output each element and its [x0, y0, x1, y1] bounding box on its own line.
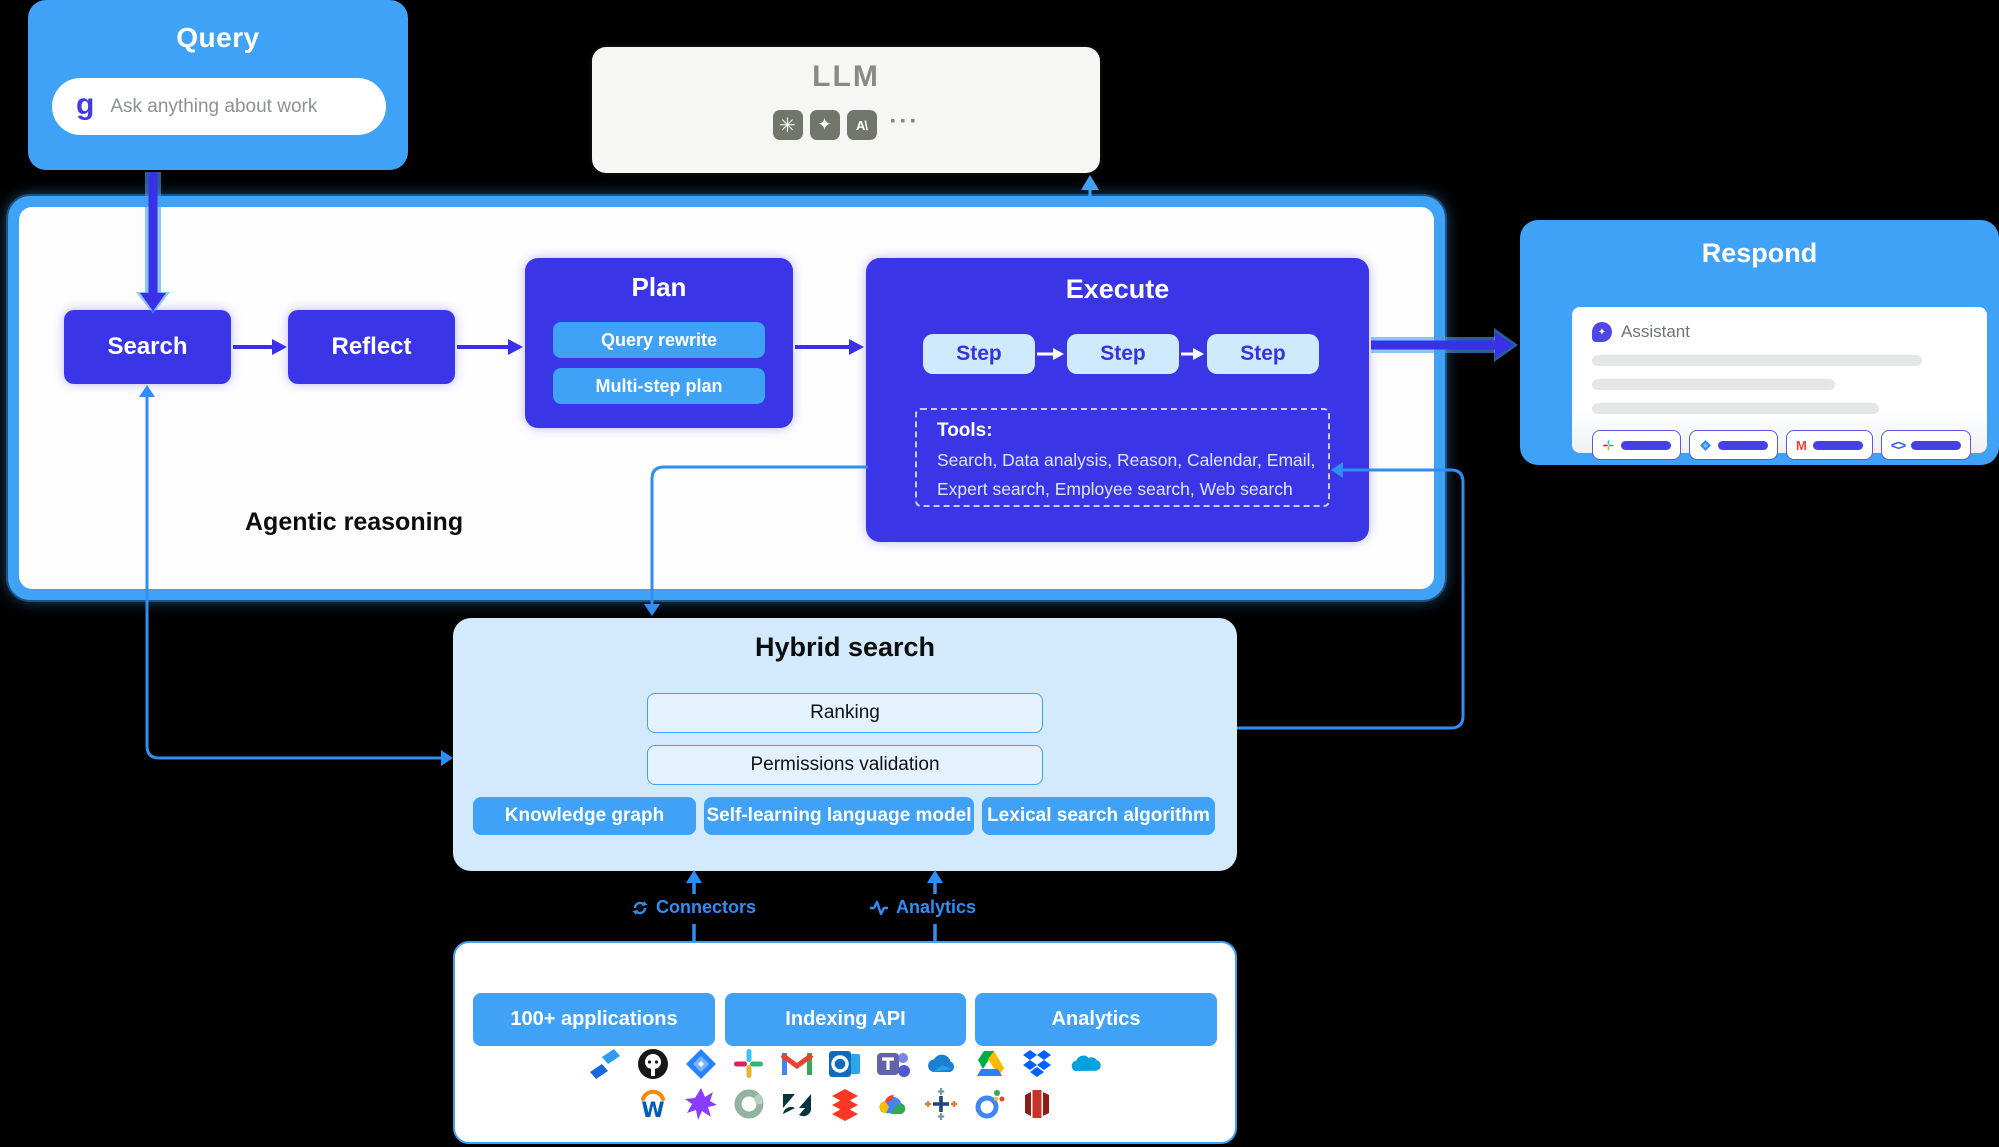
- gmail-icon: [780, 1052, 814, 1075]
- citation-text-bar: [1718, 440, 1768, 450]
- app-logos-row-2: W: [453, 1086, 1237, 1122]
- github-icon: [638, 1049, 668, 1079]
- multi-step-plan-pill: Multi-step plan: [553, 368, 765, 404]
- jira-icon: [686, 1049, 716, 1079]
- applications-count-pill: 100+ applications: [473, 993, 715, 1046]
- tools-list-line2: Expert search, Employee search, Web sear…: [937, 479, 1293, 499]
- query-search-input[interactable]: [108, 94, 363, 119]
- search-node: Search: [64, 310, 231, 384]
- step-pill-2: Step: [1067, 334, 1179, 374]
- step-pill-3: Step: [1207, 334, 1319, 374]
- query-title: Query: [176, 22, 260, 53]
- llm-title: LLM: [812, 60, 880, 93]
- agentic-reasoning-label: Agentic reasoning: [245, 508, 464, 536]
- slack-icon: [1603, 439, 1614, 451]
- respond-title: Respond: [1701, 238, 1818, 268]
- query-rewrite-pill: Query rewrite: [553, 322, 765, 358]
- confluence-icon: [590, 1049, 620, 1079]
- citation-chip-gmail: M: [1786, 430, 1873, 460]
- plan-title: Plan: [631, 272, 687, 302]
- hybrid-search-title: Hybrid search: [754, 632, 936, 662]
- reflect-node: Reflect: [288, 310, 455, 384]
- analytics-label: Analytics: [869, 897, 976, 918]
- citation-chip-row: M <>: [1592, 430, 1972, 460]
- citation-chip-jira: [1689, 430, 1778, 460]
- workday-icon: W: [641, 1089, 665, 1122]
- citation-chip-code: <>: [1880, 430, 1972, 460]
- pulse-icon: [870, 900, 888, 915]
- ranking-row: Ranking: [647, 693, 1043, 733]
- openai-icon: ✳: [772, 110, 803, 140]
- sync-icon: [632, 900, 648, 915]
- assistant-card: ✦ Assistant: [1572, 307, 1987, 460]
- knowledge-graph-pill: Knowledge graph: [473, 797, 696, 835]
- teams-icon: [877, 1053, 910, 1077]
- google-cloud-icon: [879, 1094, 906, 1114]
- assistant-label: Assistant: [1621, 322, 1690, 341]
- tools-label: Tools:: [937, 420, 993, 441]
- citation-text-bar: [1812, 440, 1863, 450]
- zendesk-icon: [783, 1094, 811, 1117]
- gemini-icon: ✦: [809, 110, 840, 140]
- looker-icon: [975, 1090, 1005, 1119]
- skeleton-line: [1592, 403, 1879, 414]
- app-logos-row-1: [453, 1046, 1237, 1082]
- outlook-icon: [829, 1051, 860, 1077]
- svg-text:W: W: [641, 1098, 664, 1122]
- step-pill-1: Step: [923, 334, 1035, 374]
- skeleton-line: [1592, 379, 1835, 390]
- indexing-api-pill: Indexing API: [725, 993, 966, 1046]
- tools-list-line1: Search, Data analysis, Reason, Calendar,…: [937, 450, 1316, 470]
- jira-icon: [1700, 439, 1711, 451]
- execute-title: Execute: [1065, 274, 1170, 304]
- more-providers-ellipsis: ···: [889, 108, 920, 135]
- citation-text-bar: [1911, 440, 1962, 450]
- redshift-icon: [1025, 1090, 1049, 1118]
- skeleton-line: [1592, 355, 1922, 366]
- connectors-label: Connectors: [631, 897, 756, 918]
- self-learning-model-pill: Self-learning language model: [704, 797, 974, 835]
- ring-icon: [734, 1089, 764, 1119]
- permissions-validation-row: Permissions validation: [647, 745, 1043, 785]
- google-drive-icon: [977, 1051, 1004, 1076]
- citation-chip-slack: [1592, 430, 1681, 460]
- analytics-text: Analytics: [896, 897, 977, 917]
- databricks-icon: [832, 1089, 858, 1121]
- salesforce-icon: [1071, 1055, 1101, 1071]
- onedrive-icon: [928, 1054, 955, 1072]
- anthropic-icon: A\: [846, 110, 877, 140]
- gmail-icon: M: [1796, 437, 1807, 453]
- starburst-icon: [685, 1088, 717, 1120]
- analytics-pill: Analytics: [975, 993, 1217, 1046]
- code-icon: <>: [1890, 437, 1906, 453]
- citation-text-bar: [1621, 440, 1671, 450]
- query-search-pill[interactable]: g: [52, 78, 386, 135]
- tableau-icon: [925, 1088, 957, 1120]
- tools-box: Tools: Search, Data analysis, Reason, Ca…: [915, 408, 1330, 507]
- llm-box: [592, 47, 1100, 173]
- llm-provider-icons: ✳ ✦ A\ ···: [592, 108, 1100, 140]
- slack-icon: [734, 1049, 763, 1078]
- agentic-to-llm-arrow: [1081, 175, 1099, 198]
- assistant-icon: ✦: [1592, 322, 1612, 342]
- lexical-search-pill: Lexical search algorithm: [982, 797, 1215, 835]
- glean-logo-icon: g: [76, 87, 95, 121]
- dropbox-icon: [1023, 1050, 1051, 1077]
- connectors-text: Connectors: [656, 897, 757, 917]
